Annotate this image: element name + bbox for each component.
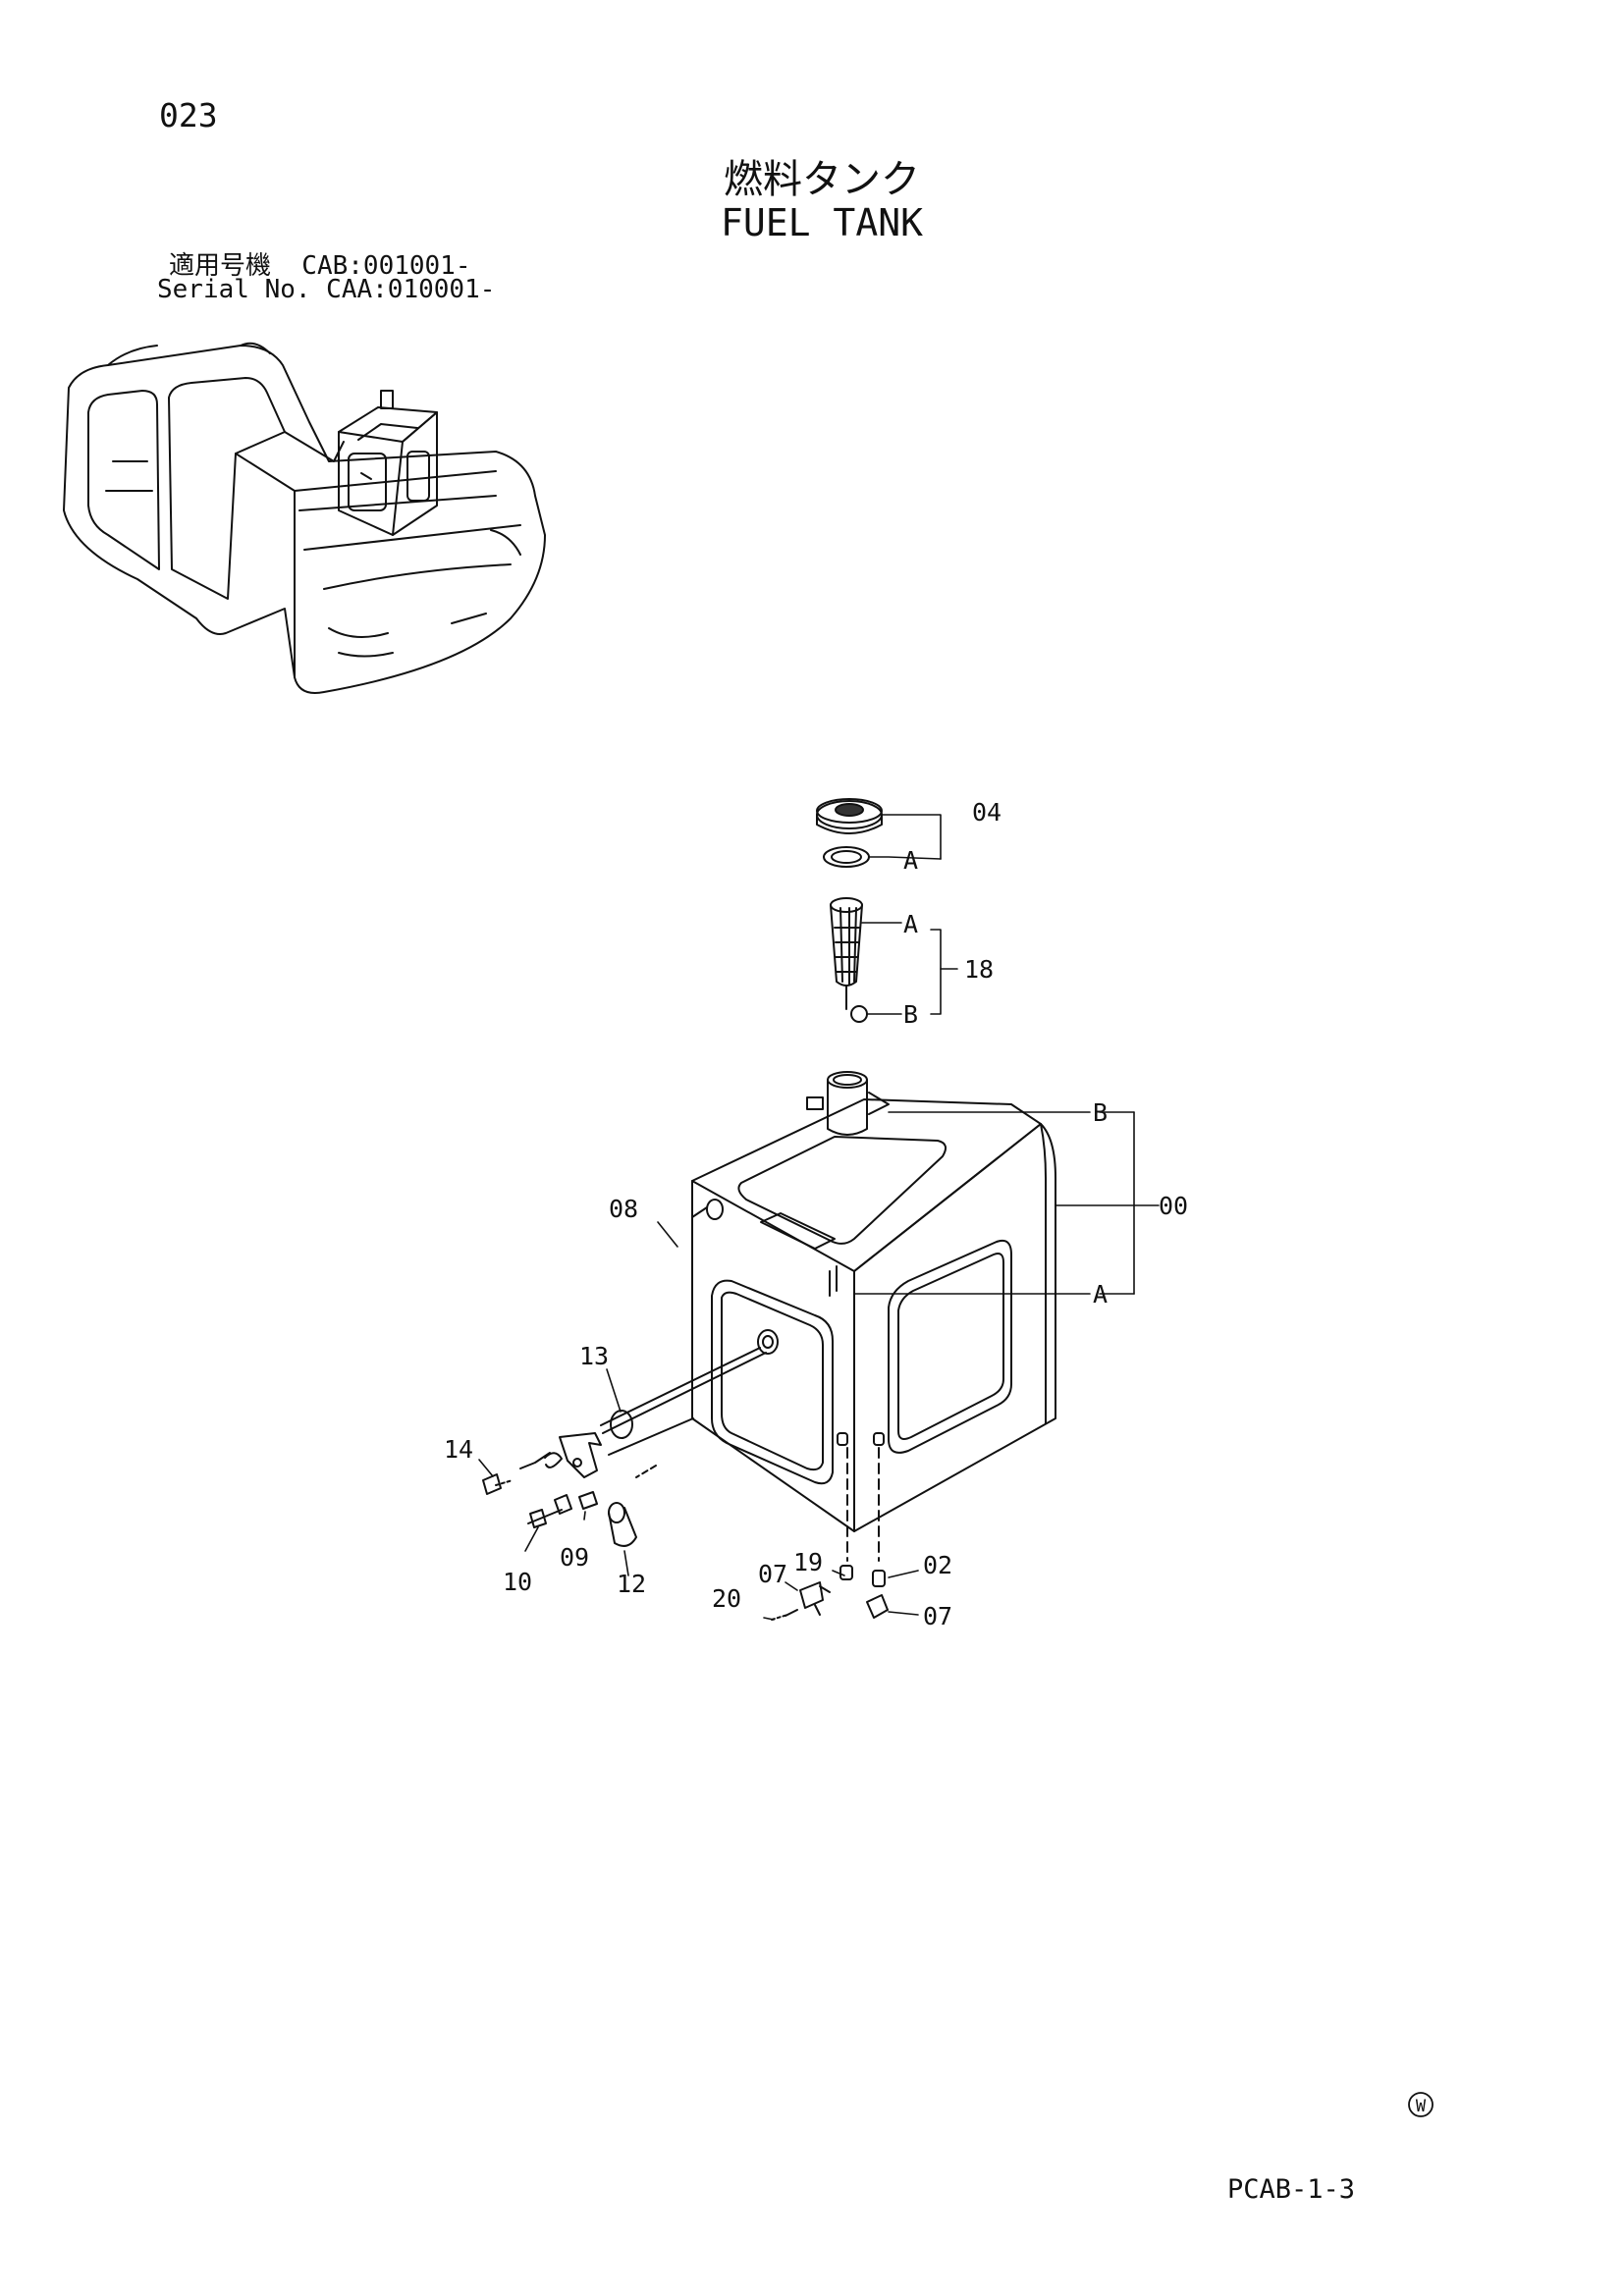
callout-00-a: A <box>1093 1280 1108 1308</box>
page-title-japanese: 燃料タンク <box>724 157 920 202</box>
page-title: FUEL TANK <box>721 201 923 244</box>
callout-00-b: B <box>1093 1098 1108 1127</box>
callout-00: 00 <box>1159 1192 1188 1220</box>
callout-04: 04 <box>972 798 1001 827</box>
callout-07-left: 07 <box>758 1560 787 1588</box>
drain-valve-left <box>799 1565 853 1616</box>
callout-18-b: B <box>903 1000 918 1029</box>
serial-range: Serial No. CAA:010001- <box>157 275 496 304</box>
drain-valve-right <box>866 1570 889 1619</box>
leader-lines <box>478 814 1160 1621</box>
callout-08: 08 <box>609 1195 638 1223</box>
callout-20: 20 <box>712 1584 741 1613</box>
hose-clamp <box>578 1491 598 1510</box>
callout-18-a: A <box>903 910 918 938</box>
fuel-strainer <box>830 897 868 1023</box>
callout-12: 12 <box>617 1570 646 1598</box>
fuel-cap <box>816 798 883 834</box>
callout-19: 19 <box>793 1548 823 1576</box>
gasket <box>610 1410 633 1439</box>
svg-text:W: W <box>1416 2097 1427 2116</box>
document-code: PCAB-1-3 <box>1227 2174 1356 2205</box>
callout-02: 02 <box>923 1551 952 1579</box>
callout-18: 18 <box>964 955 994 984</box>
callout-04-a: A <box>903 846 918 875</box>
callout-09: 09 <box>560 1543 589 1572</box>
callout-10: 10 <box>503 1568 532 1596</box>
w-mark: W <box>1408 2092 1434 2117</box>
callout-13: 13 <box>579 1342 609 1370</box>
callout-14: 14 <box>444 1435 473 1464</box>
excavator-overview-illustration <box>63 342 546 694</box>
serial-range-japanese: 適用号機 CAB:001001- <box>169 251 471 281</box>
fuel-tank-assembly <box>691 1071 1056 1532</box>
sleeve-12 <box>608 1502 637 1547</box>
fuel-sender-unit <box>519 1329 779 1478</box>
bolt-10 <box>527 1494 572 1528</box>
fuel-tank-location-highlight <box>338 390 438 536</box>
callout-07-right: 07 <box>923 1602 952 1630</box>
page-number: 023 <box>159 96 218 134</box>
bolt-14 <box>482 1473 514 1495</box>
